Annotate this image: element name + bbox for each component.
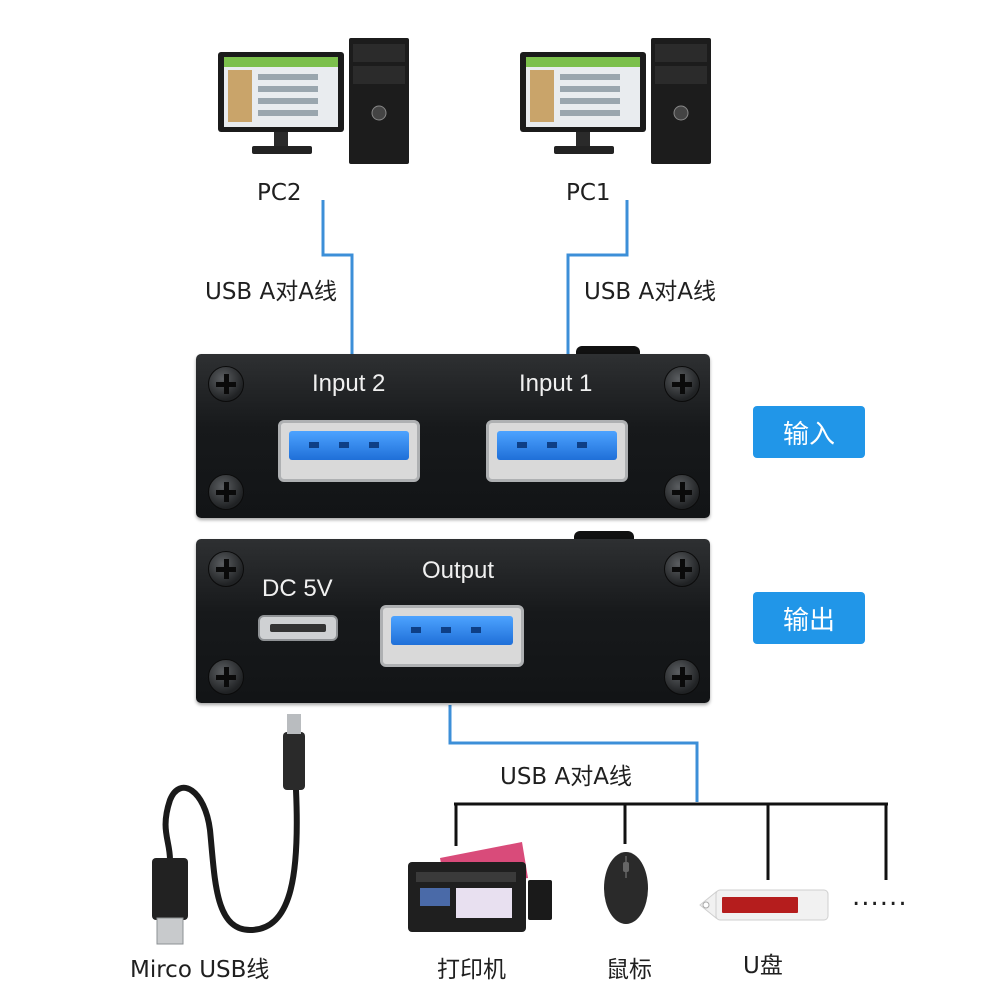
usb-port-tongue [497,431,617,461]
micro-usb-slot [270,624,326,632]
input-2-label: Input 2 [312,370,386,397]
printer-icon [408,842,552,932]
mouse-label: 鼠标 [606,957,652,983]
pc2-cable-line [321,200,354,355]
pc1-label: PC1 [566,180,611,206]
micro-usb-cable-icon [152,714,305,945]
output-usb-port [380,605,524,667]
input-1-label: Input 1 [519,370,593,397]
mouse-icon [604,852,648,924]
screw-icon [664,366,700,402]
screw-icon [664,659,700,695]
output-badge: 输出 [753,592,865,644]
more-devices-ellipsis: ...... [852,882,908,912]
output-cable-line [448,705,699,802]
screw-icon [664,551,700,587]
pc2-computer-icon [218,38,409,164]
usb-port-tongue [289,431,409,461]
screw-icon [208,659,244,695]
pc1-cable-line [566,200,629,355]
screw-icon [664,474,700,510]
printer-label: 打印机 [437,957,506,983]
usb-port-tongue [391,616,513,646]
screw-icon [208,474,244,510]
udisk-label: U盘 [743,953,783,979]
dc-5v-label: DC 5V [262,575,333,602]
output-cable-label: USB A对A线 [500,764,632,790]
output-label: Output [422,557,495,584]
input-1-usb-port [486,420,628,482]
output-panel: DC 5V Output [196,539,710,703]
screw-icon [208,551,244,587]
screw-icon [208,366,244,402]
input-panel: Input 2 Input 1 [196,354,710,518]
udisk-icon [699,889,829,921]
pc2-label: PC2 [257,180,302,206]
output-switch-knob [574,531,634,541]
pc2-cable-label: USB A对A线 [205,279,337,305]
pc1-computer-icon [520,38,711,164]
input-switch-knob [576,346,640,356]
pc1-cable-label: USB A对A线 [584,279,716,305]
micro-usb-cable-label: Mirco USB线 [130,957,270,983]
input-2-usb-port [278,420,420,482]
micro-usb-port [258,615,338,641]
input-badge: 输入 [753,406,865,458]
